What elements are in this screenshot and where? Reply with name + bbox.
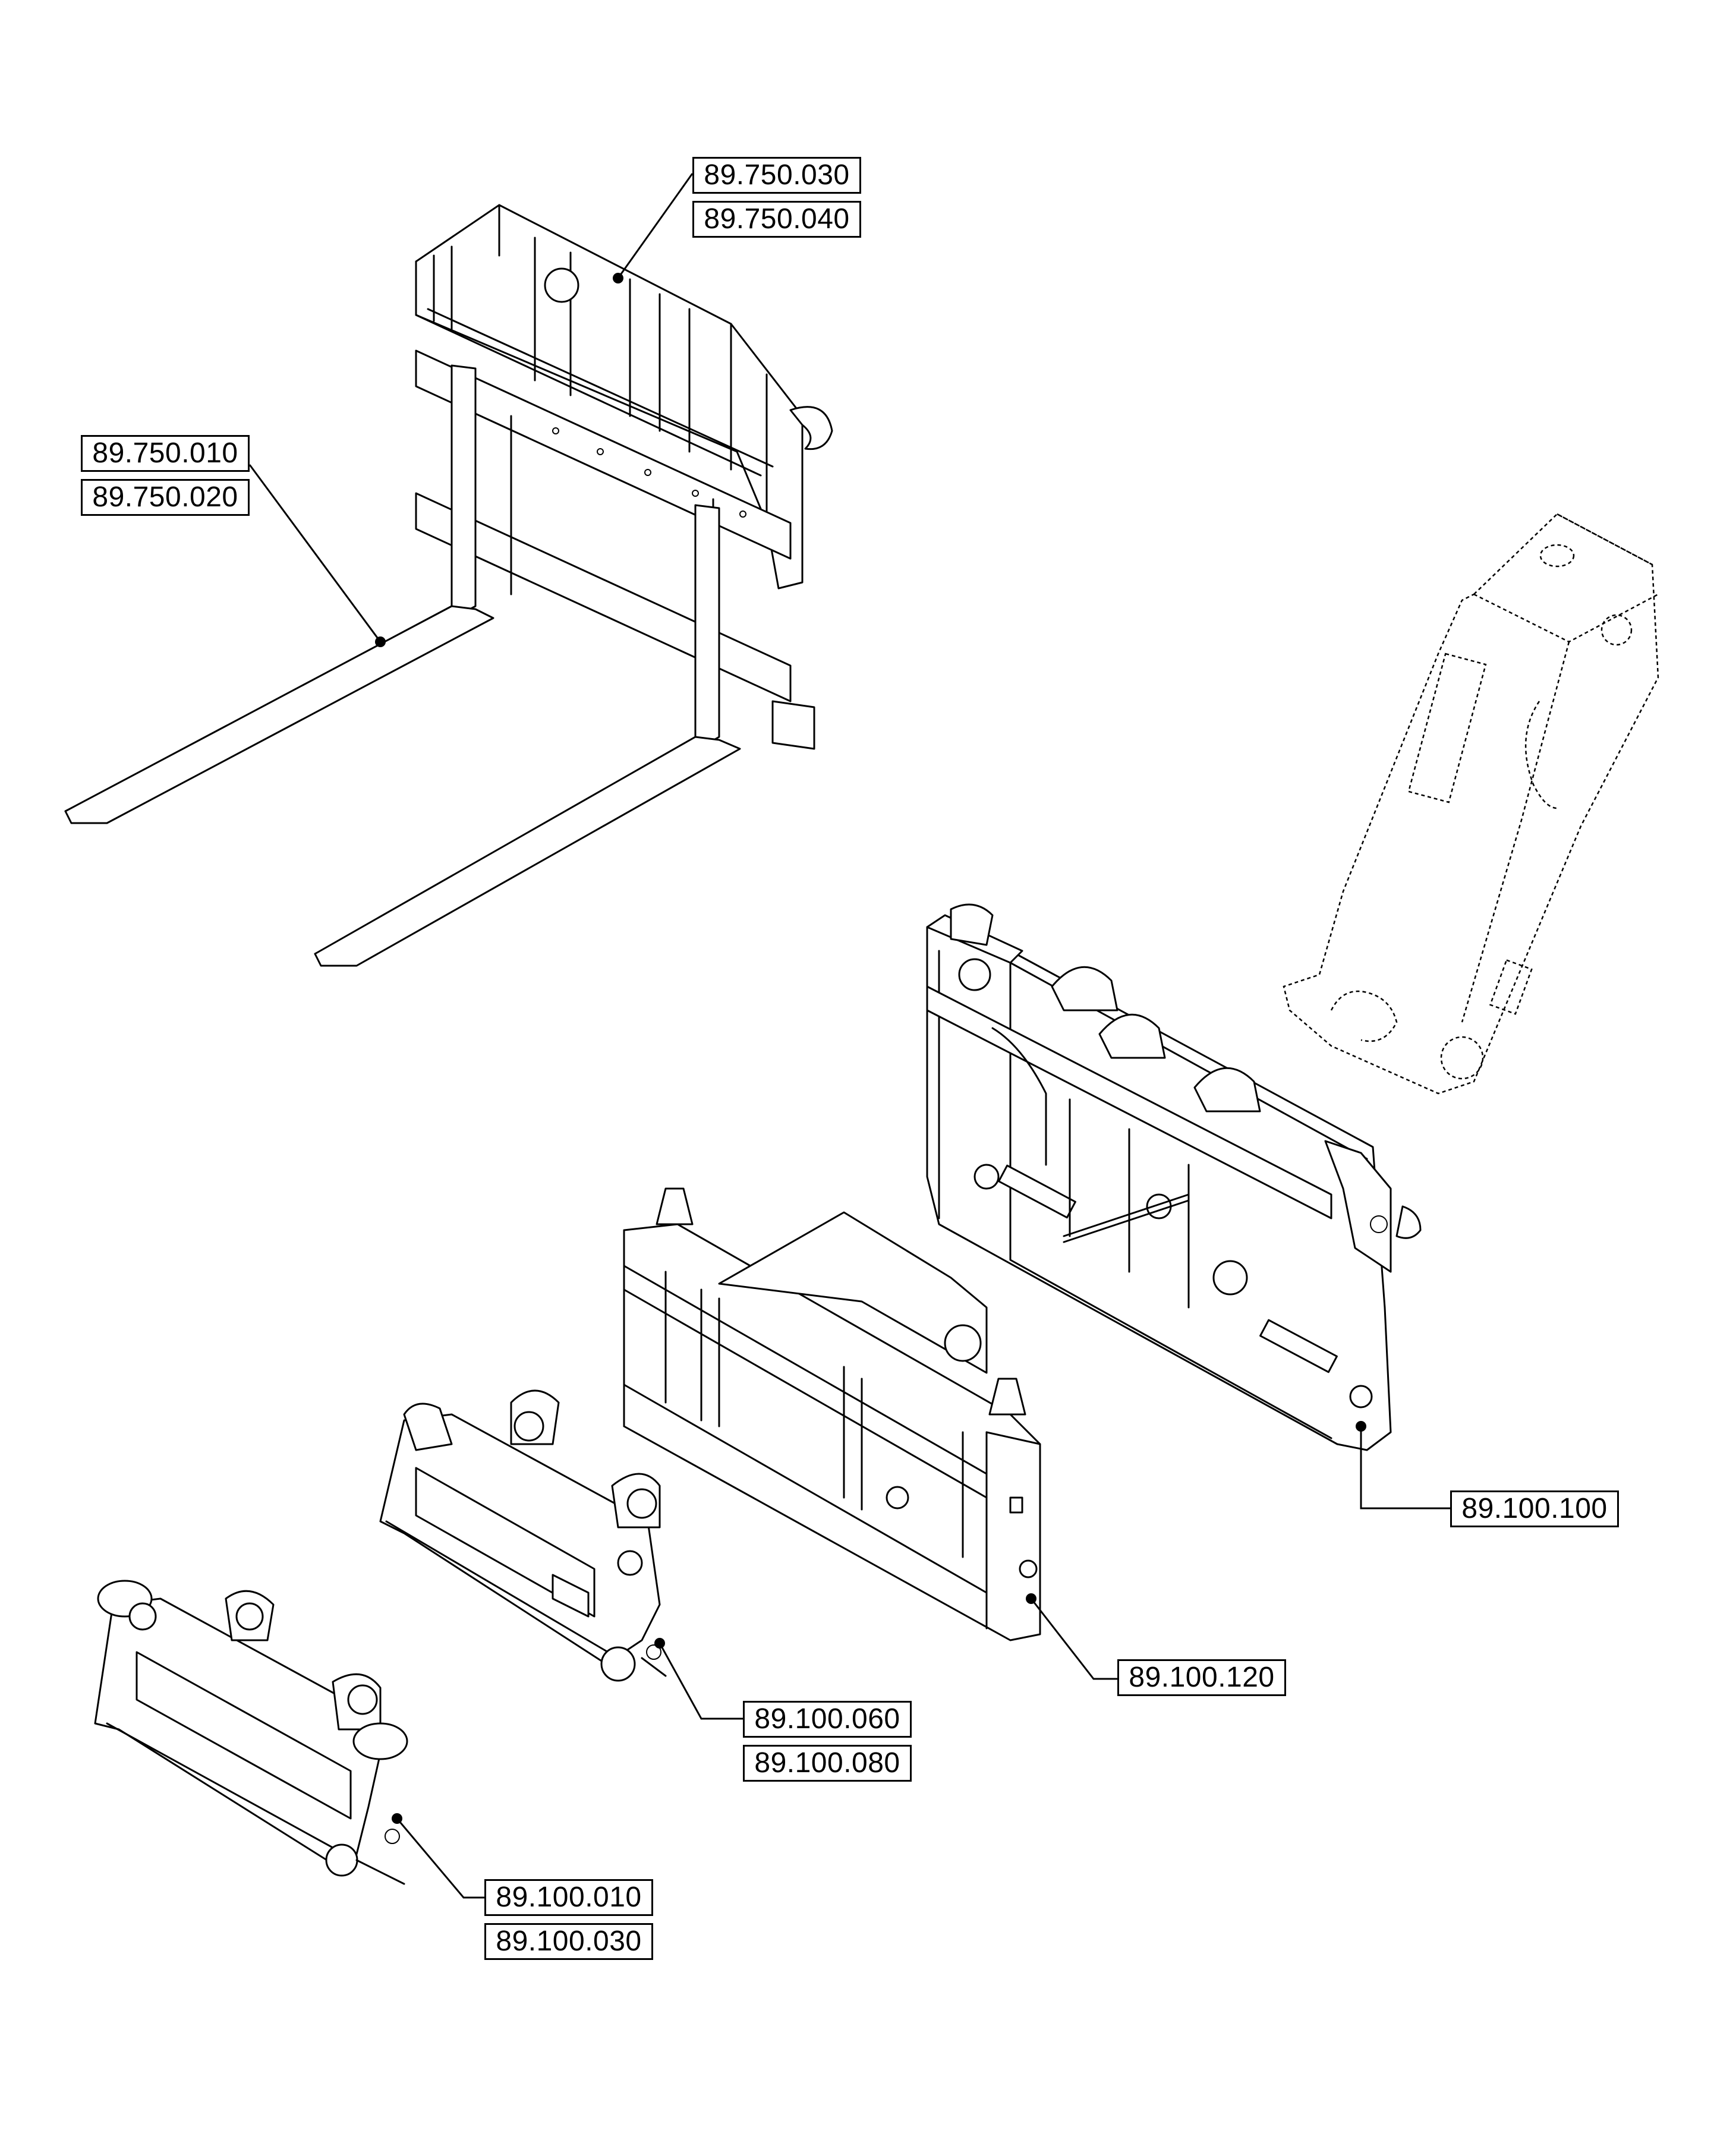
callout-skid-steer-plate-code-1[interactable]: 89.100.120 xyxy=(1117,1659,1286,1696)
quick-hitch-large-drawing xyxy=(926,903,1422,1451)
coupler-small-drawing xyxy=(94,1580,408,1885)
callout-fork-carriage-code-1[interactable]: 89.750.030 xyxy=(692,157,861,194)
callout-forks-code-1[interactable]: 89.750.010 xyxy=(81,435,250,472)
callout-fork-carriage-code-2[interactable]: 89.750.040 xyxy=(692,201,861,238)
skid-steer-plate-drawing xyxy=(623,1187,1041,1641)
coupler-medium-drawing xyxy=(379,1389,667,1682)
callout-coupler-medium-code-2[interactable]: 89.100.080 xyxy=(743,1745,912,1782)
leader-lines xyxy=(248,173,1450,1899)
callout-coupler-small-code-2[interactable]: 89.100.030 xyxy=(484,1923,653,1960)
callout-coupler-medium-code-1[interactable]: 89.100.060 xyxy=(743,1701,912,1738)
callout-quick-hitch-large-code-1[interactable]: 89.100.100 xyxy=(1450,1490,1619,1527)
callout-forks-code-2[interactable]: 89.750.020 xyxy=(81,479,250,516)
callout-coupler-small-code-1[interactable]: 89.100.010 xyxy=(484,1879,653,1916)
fork-carriage-drawing xyxy=(64,204,833,967)
boom-arm-drawing xyxy=(1283,513,1659,1095)
